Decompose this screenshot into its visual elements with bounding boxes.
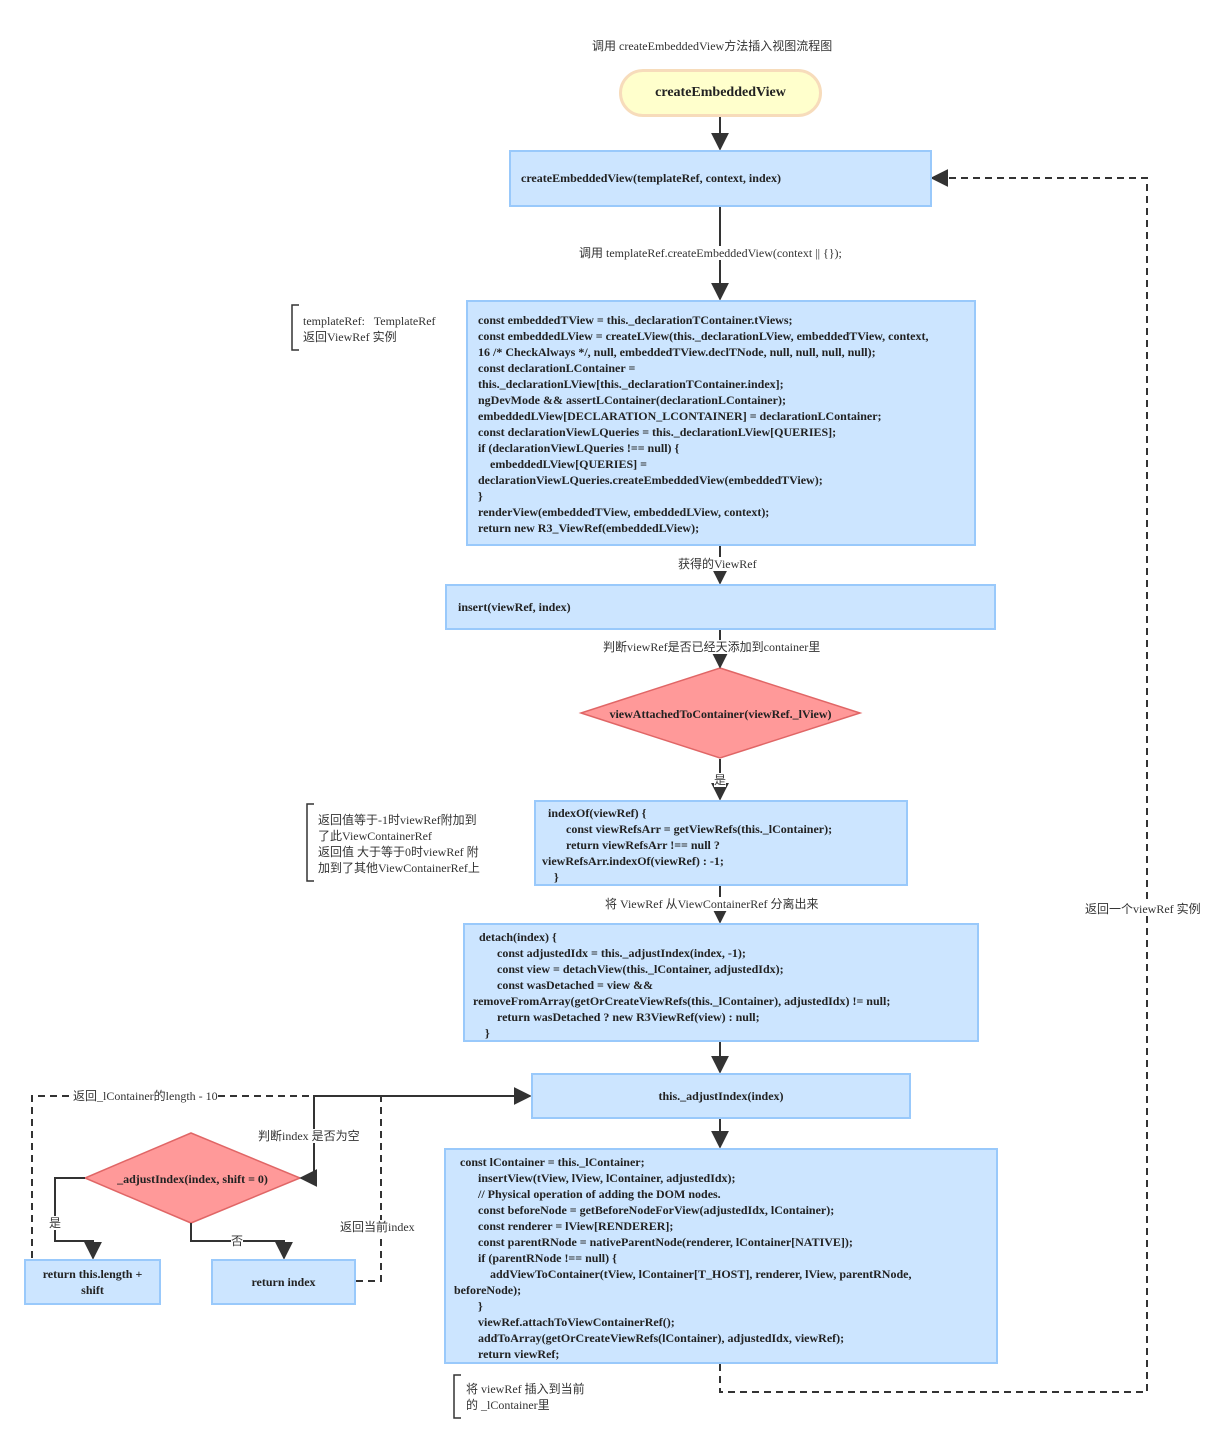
insert-node: insert(viewRef, index) [445, 584, 996, 630]
index-of-code-text: indexOf(viewRef) { const viewRefsArr = g… [542, 806, 833, 884]
diagram-title: 调用 createEmbeddedView方法插入视图流程图 [592, 39, 833, 53]
insert-label: insert(viewRef, index) [458, 599, 571, 614]
insert-code-node: const lContainer = this._lContainer; ins… [444, 1148, 998, 1364]
edge-label-check-attached: 判断viewRef是否已经天添加到container里 [603, 640, 821, 654]
edge-label-check-index-null: 判断index 是否为空 [258, 1129, 360, 1143]
edge-label-yes: 是 [49, 1216, 62, 1230]
adjust-index-node: this._adjustIndex(index) [531, 1073, 911, 1119]
edge-label-return-instance: 返回一个viewRef 实例 [1085, 902, 1201, 916]
insert-note-bracket [453, 1374, 461, 1419]
insert-code-text: const lContainer = this._lContainer; ins… [454, 1155, 912, 1361]
template-code-node: const embeddedTView = this._declarationT… [466, 300, 976, 546]
edge-decision-yes [54, 1177, 102, 1260]
template-ref-note-bracket [291, 304, 299, 351]
template-ref-note: templateRef: TemplateRef 返回ViewRef 实例 [303, 314, 436, 344]
edge-return-length [31, 1087, 532, 1258]
return-index-node: return index [211, 1259, 356, 1305]
edge-label-yes-attached: 是 [714, 773, 727, 787]
return-length-label: return this.length + shift [42, 1267, 143, 1297]
index-of-note-bracket [306, 803, 314, 882]
edge-label-return-length: 返回_lContainer的length - 10 [73, 1089, 218, 1103]
index-of-node: indexOf(viewRef) { const viewRefsArr = g… [534, 800, 908, 886]
detach-code-text: detach(index) { const adjustedIdx = this… [473, 930, 891, 1040]
edge-label-return-current: 返回当前index [340, 1220, 415, 1234]
edge-return-instance [719, 169, 1148, 1393]
adjust-index-decision-label: _adjustIndex(index, shift = 0) [117, 1171, 268, 1186]
insert-note: 将 viewRef 插入到当前 的 _lContainer里 [466, 1382, 585, 1412]
return-length-node: return this.length + shift [24, 1259, 161, 1305]
create-embedded-view-label: createEmbeddedView(templateRef, context,… [521, 171, 781, 185]
start-node: createEmbeddedView [619, 69, 822, 117]
return-index-label: return index [251, 1274, 316, 1289]
detach-node: detach(index) { const adjustedIdx = this… [463, 923, 979, 1042]
template-code-text: const embeddedTView = this._declarationT… [478, 313, 929, 535]
view-attached-decision-label: viewAttachedToContainer(viewRef._lView) [609, 706, 832, 721]
index-of-note: 返回值等于-1时viewRef附加到 了此ViewContainerRef 返回… [318, 813, 480, 875]
edge-return-index [356, 1096, 382, 1282]
edge-label-call-template: 调用 templateRef.createEmbeddedView(contex… [579, 246, 842, 260]
adjust-index-label: this._adjustIndex(index) [658, 1088, 784, 1103]
view-attached-decision-shape [578, 667, 863, 759]
edge-label-detach-from: 将 ViewRef 从ViewContainerRef 分离出来 [605, 897, 819, 911]
create-embedded-view-node: createEmbeddedView(templateRef, context,… [509, 150, 932, 207]
edge-label-no: 否 [231, 1234, 244, 1248]
edge-label-got-viewref: 获得的ViewRef [678, 557, 757, 571]
